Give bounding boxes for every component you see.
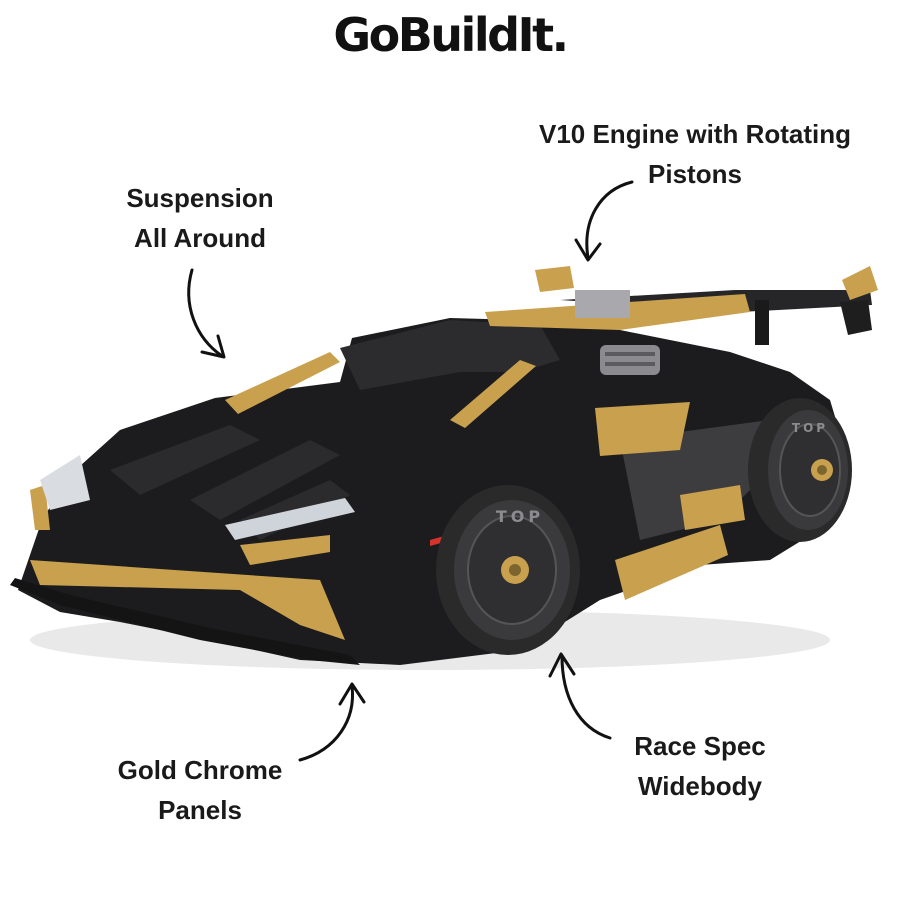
callout-gold-line2: Panels (158, 795, 242, 825)
callout-engine-line2: Pistons (648, 159, 742, 189)
callout-engine-line1: V10 Engine with Rotating (538, 119, 851, 149)
rear-wheel (748, 398, 852, 542)
callout-suspension-line1: Suspension (126, 183, 274, 213)
curved-arrow-icon (298, 682, 366, 762)
rear-wheel-label: TOP (792, 421, 828, 435)
callout-widebody: Race Spec Widebody (600, 726, 800, 806)
front-wheel (436, 485, 580, 655)
engine-block (575, 290, 660, 375)
curved-arrow-icon (548, 652, 612, 740)
brand-logo: GoBuildIt. (333, 8, 569, 62)
callout-widebody-line1: Race Spec (634, 731, 766, 761)
car-cabin (340, 320, 560, 390)
headlights (40, 455, 355, 540)
front-splitter (10, 578, 360, 665)
callout-suspension-line2: All Around (134, 223, 266, 253)
callout-gold-panels: Gold Chrome Panels (100, 750, 300, 830)
callout-suspension: Suspension All Around (100, 178, 300, 258)
curved-arrow-icon (574, 180, 634, 262)
callout-gold-line1: Gold Chrome (117, 755, 283, 785)
curved-arrow-icon (187, 268, 226, 359)
callout-engine: V10 Engine with Rotating Pistons (520, 114, 870, 194)
callout-widebody-line2: Widebody (638, 771, 762, 801)
front-wheel-label: TOP (496, 507, 544, 526)
